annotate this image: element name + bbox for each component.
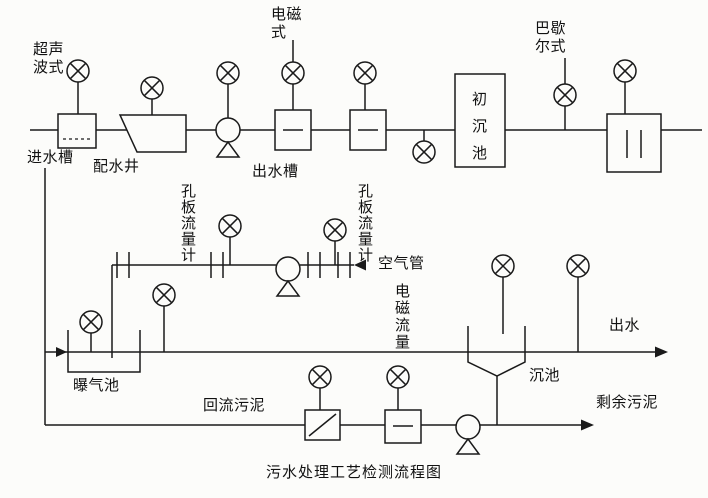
- label-orifice-flowmeter-1: 孔板流量计: [181, 182, 197, 264]
- flow-sensor-icon: [79, 310, 103, 334]
- flowmeter-box-2: [349, 109, 387, 151]
- sensor-stems-clarifier: [502, 277, 579, 352]
- label-distribution-well: 配水井: [93, 157, 140, 175]
- inlet-channel-tank: [57, 113, 97, 149]
- sensor-stems-top: [77, 40, 626, 141]
- flow-sensor-icon: [386, 365, 410, 389]
- orifice-flange-marks: [116, 252, 351, 278]
- flow-sensor-icon: [140, 76, 164, 100]
- label-ultrasonic: 超声波式: [33, 40, 65, 76]
- flow-sensor-icon: [323, 218, 347, 242]
- secondary-sedimentation-tank-shape: [467, 326, 526, 377]
- label-parshall-type: 巴歇尔式: [535, 19, 567, 55]
- label-excess-sludge: 剩余污泥: [596, 393, 659, 411]
- aeration-tank-shape: [67, 330, 141, 373]
- pump-icon: [215, 117, 241, 158]
- sensor-stems-middle: [90, 237, 336, 352]
- valve-box: [304, 409, 341, 441]
- label-electromagnetic-type: 电磁式: [271, 5, 303, 41]
- label-electromagnetic-flow: 电磁流量: [395, 282, 411, 351]
- effluent-arrow: [655, 346, 668, 358]
- flow-sensor-icon: [308, 365, 332, 389]
- flow-sensor-icon: [412, 140, 436, 164]
- flow-sensor-icon: [613, 59, 637, 83]
- label-return-sludge: 回流污泥: [203, 396, 266, 414]
- excess-sludge-arrow: [581, 419, 594, 431]
- valve-box-mark: [308, 413, 337, 437]
- flow-sensor-icon: [281, 61, 305, 85]
- flow-sensor-icon: [553, 83, 577, 107]
- label-outlet-channel: 出水槽: [252, 162, 299, 180]
- flowmeter-box-3: [384, 409, 422, 444]
- flow-sensor-icon: [66, 59, 90, 83]
- label-aeration-tank: 曝气池: [73, 376, 120, 394]
- final-top-tank: [606, 113, 662, 173]
- label-air-pipe: 空气管: [378, 254, 425, 272]
- flow-sensor-icon: [566, 254, 590, 278]
- air-flow-arrow: [354, 259, 366, 271]
- flow-sensor-icon: [491, 254, 515, 278]
- aeration-inlet-arrow: [56, 347, 67, 357]
- flow-sensor-icon: [216, 61, 240, 85]
- flow-sensor-icon: [152, 283, 176, 307]
- distribution-well-shape: [118, 114, 187, 153]
- sludge-pump-icon: [455, 414, 481, 455]
- final-top-tank-marks: [626, 130, 642, 158]
- blower-icon: [275, 256, 301, 297]
- diagram-caption: 污水处理工艺检测流程图: [265, 463, 443, 481]
- sensor-stems-bottom: [319, 388, 399, 410]
- label-orifice-flowmeter-2: 孔板流量计: [358, 182, 374, 264]
- air-pipe-lines: [111, 264, 354, 358]
- label-primary-sedimentation-tank: 初沉池: [472, 90, 488, 162]
- label-effluent: 出水: [609, 316, 641, 334]
- primary-sedimentation-tank-shape: [454, 73, 506, 168]
- flow-sensor-icon: [353, 61, 377, 85]
- flow-sensor-icon: [218, 214, 242, 238]
- label-sedimentation-tank: 沉池: [529, 366, 561, 384]
- label-inlet-channel: 进水槽: [27, 148, 74, 166]
